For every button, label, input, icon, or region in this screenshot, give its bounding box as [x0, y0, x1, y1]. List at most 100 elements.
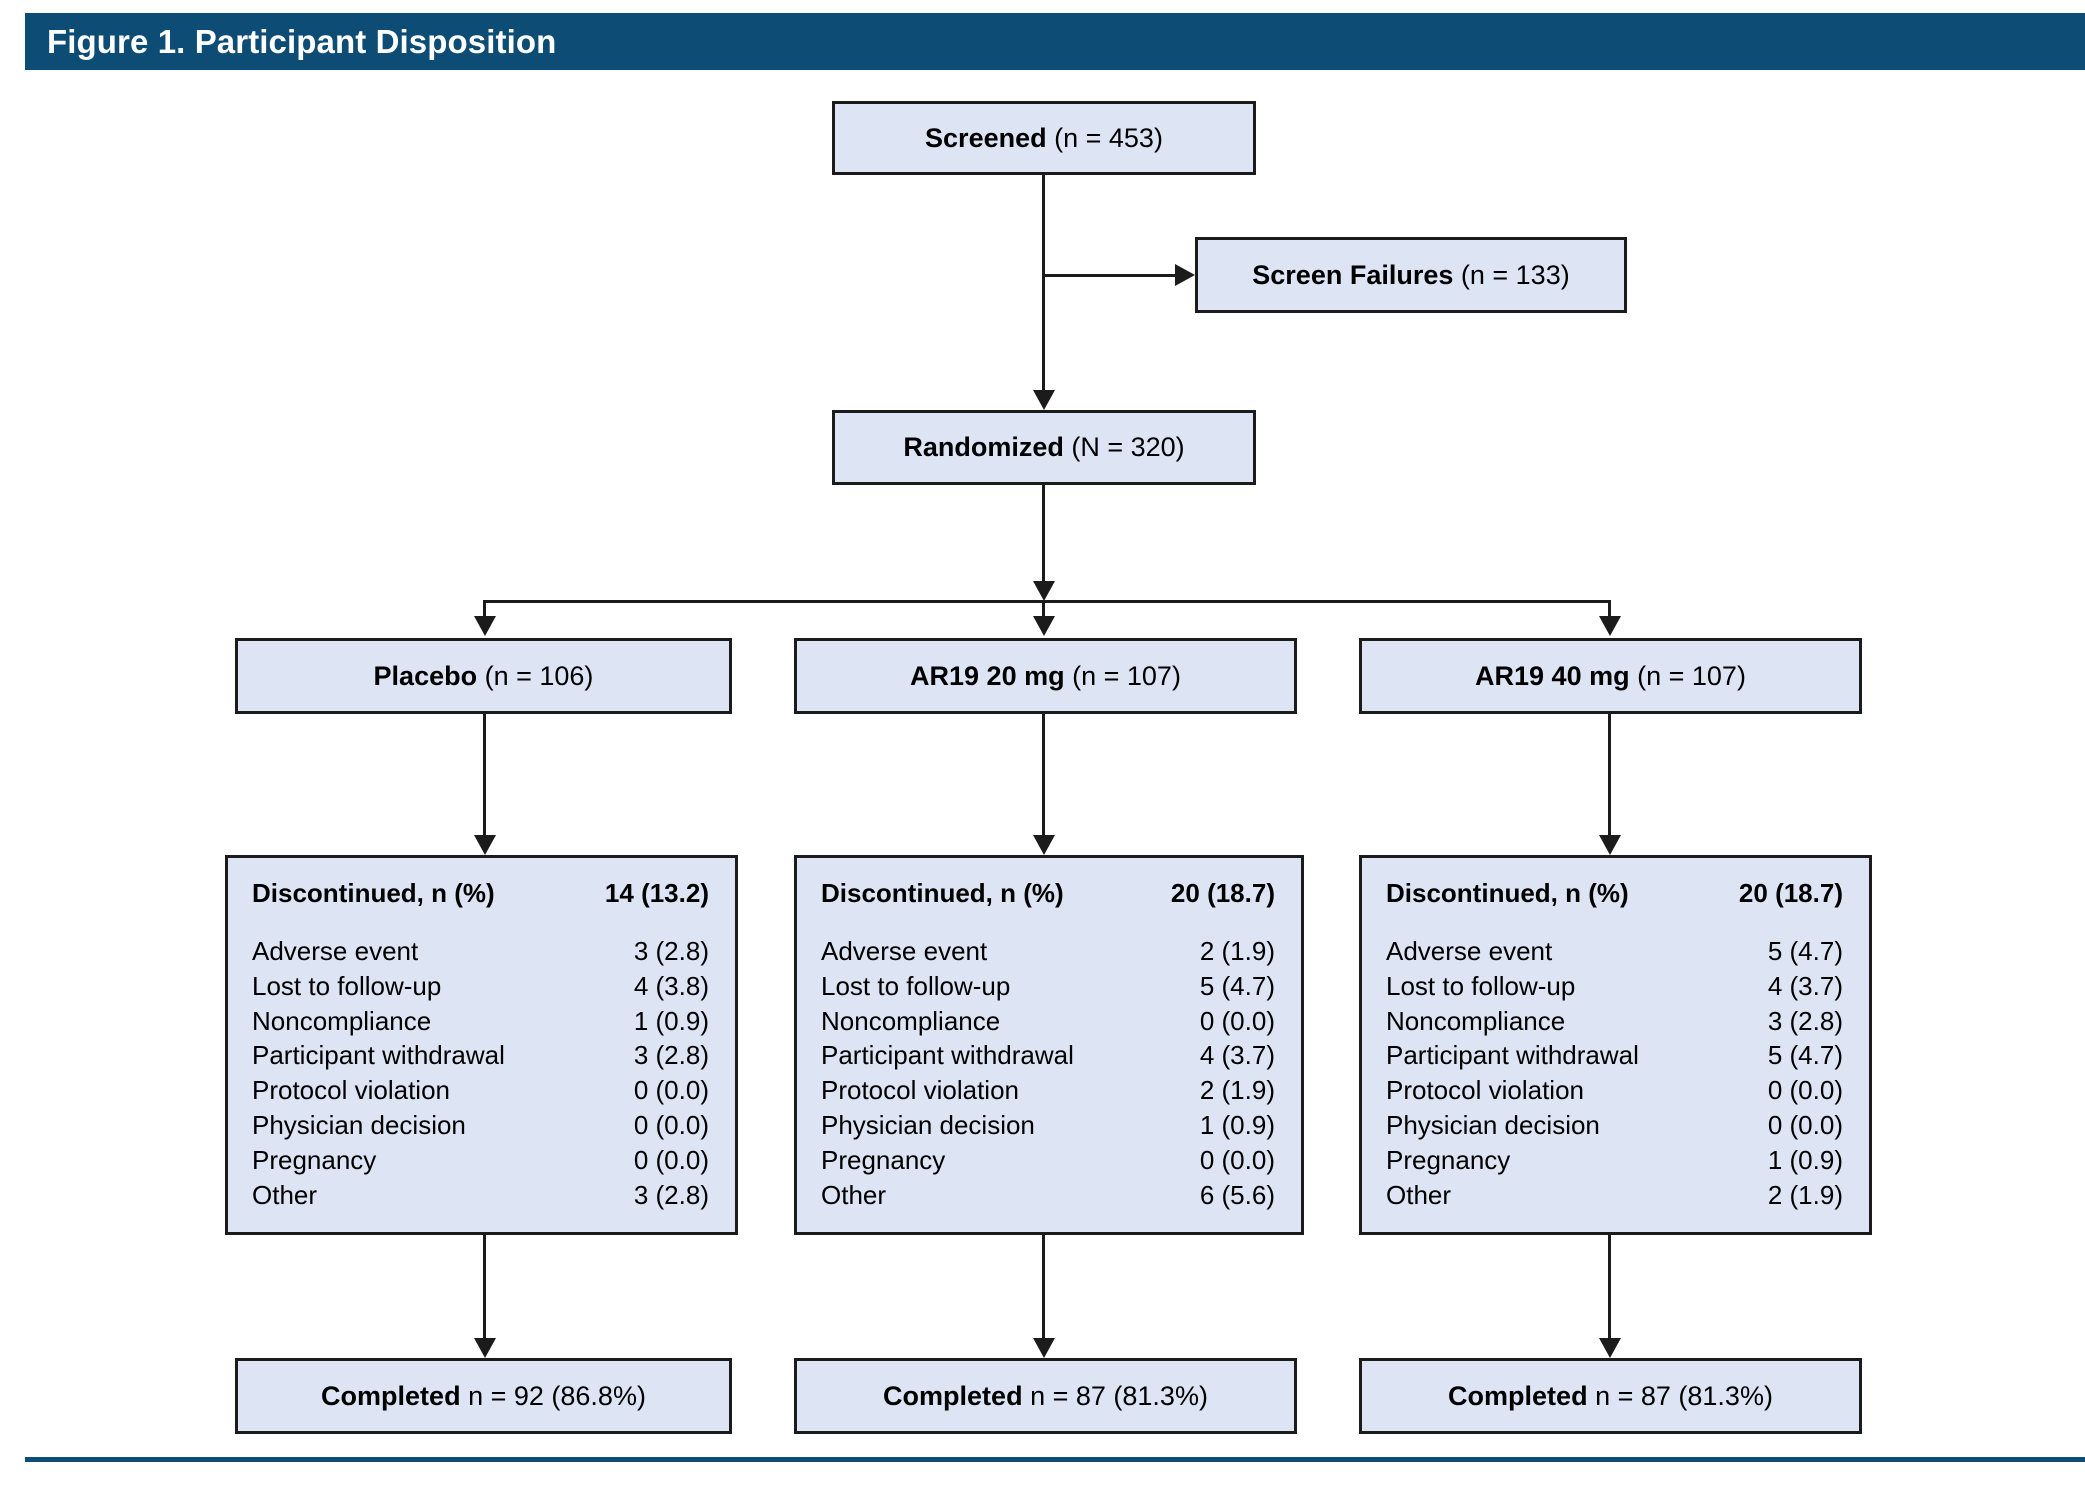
reason-value: 3 (2.8) — [633, 1040, 709, 1071]
connector-disc-2-to-completed — [1608, 1235, 1611, 1338]
node-randomized-title: Randomized — [903, 432, 1064, 463]
reason-label: Noncompliance — [821, 1005, 1001, 1036]
reason-value: 3 (2.8) — [633, 936, 709, 966]
node-screened: Screened (n = 453) — [832, 101, 1256, 175]
reason-label: Lost to follow-up — [252, 970, 442, 1001]
node-screened-value: (n = 453) — [1054, 122, 1163, 153]
reason-label: Lost to follow-up — [821, 970, 1011, 1001]
node-completed-ar19-20mg-value: n = 87 (81.3%) — [1030, 1380, 1208, 1411]
node-completed-placebo: Completed n = 92 (86.8%) — [235, 1358, 732, 1434]
node-completed-placebo-value: n = 92 (86.8%) — [468, 1380, 646, 1411]
node-screen-failures-title: Screen Failures — [1252, 259, 1454, 290]
connector-drop-arm-1 — [1042, 600, 1045, 618]
node-arm-placebo-title: Placebo — [373, 660, 478, 691]
reason-label: Pregnancy — [821, 1144, 946, 1175]
reason-value: 2 (1.9) — [1767, 1179, 1843, 1210]
connector-screened-to-randomized — [1042, 175, 1045, 390]
reason-label: Other — [252, 1179, 318, 1210]
node-arm-placebo-value: (n = 106) — [484, 660, 594, 691]
reason-value: 6 (5.6) — [1199, 1179, 1275, 1210]
connector-disc-1-to-completed — [1042, 1235, 1045, 1338]
discontinued-row: Other 6 (5.6) — [821, 1178, 1275, 1213]
discontinued-ar19-40mg-total: 20 (18.7) — [1738, 878, 1843, 908]
reason-label: Noncompliance — [252, 1005, 432, 1036]
node-arm-ar19-40mg-label: AR19 40 mg (n = 107) — [1475, 660, 1746, 692]
discontinued-header-label: Discontinued, n (%) — [252, 878, 495, 908]
reason-value: 2 (1.9) — [1199, 936, 1275, 966]
node-arm-ar19-20mg: AR19 20 mg (n = 107) — [794, 638, 1297, 714]
node-completed-ar19-40mg-label: Completed n = 87 (81.3%) — [1448, 1380, 1773, 1412]
node-screen-failures: Screen Failures (n = 133) — [1195, 237, 1627, 313]
node-randomized: Randomized (N = 320) — [832, 410, 1256, 485]
discontinued-ar19-20mg-header: Discontinued, n (%) 20 (18.7) — [821, 878, 1275, 909]
reason-value: 3 (2.8) — [633, 1179, 709, 1210]
node-arm-ar19-40mg-value: (n = 107) — [1637, 660, 1746, 691]
connector-randomized-stem — [1042, 485, 1045, 595]
connector-arm-1-to-disc — [1042, 714, 1045, 836]
arrow-into-arm-2 — [1599, 616, 1621, 636]
discontinued-row: Other 3 (2.8) — [252, 1178, 709, 1213]
node-randomized-value: (N = 320) — [1071, 432, 1185, 463]
reason-label: Protocol violation — [1386, 1075, 1584, 1106]
reason-label: Protocol violation — [252, 1075, 450, 1106]
discontinued-row: Protocol violation 0 (0.0) — [1386, 1073, 1843, 1108]
reason-label: Other — [821, 1179, 887, 1210]
connector-disc-0-to-completed — [483, 1235, 486, 1338]
arrow-into-disc-2 — [1599, 835, 1621, 855]
arrow-into-randomized — [1033, 390, 1055, 410]
discontinued-header-label: Discontinued, n (%) — [1386, 878, 1629, 908]
reason-value: 0 (0.0) — [1767, 1075, 1843, 1106]
connector-arm-2-to-disc — [1608, 714, 1611, 836]
connector-vert-arm-0 — [483, 600, 486, 622]
node-screened-label: Screened (n = 453) — [925, 122, 1163, 154]
arrow-into-arm-0 — [474, 616, 496, 636]
arrow-into-completed-1 — [1033, 1338, 1055, 1358]
node-arm-ar19-40mg-title: AR19 40 mg — [1475, 660, 1630, 691]
arrow-into-disc-0 — [474, 835, 496, 855]
reason-label: Adverse event — [252, 936, 419, 966]
arrow-into-screen-failures — [1175, 264, 1195, 286]
node-completed-placebo-title: Completed — [321, 1380, 461, 1411]
connector-arm-0-to-disc — [483, 714, 486, 836]
arrow-into-disc-1 — [1033, 835, 1055, 855]
node-discontinued-ar19-40mg: Discontinued, n (%) 20 (18.7) Adverse ev… — [1359, 855, 1872, 1235]
reason-label: Pregnancy — [252, 1144, 377, 1175]
reason-label: Adverse event — [1386, 936, 1553, 966]
node-arm-ar19-20mg-label: AR19 20 mg (n = 107) — [910, 660, 1181, 692]
reason-label: Other — [1386, 1179, 1452, 1210]
discontinued-row: Participant withdrawal 3 (2.8) — [252, 1038, 709, 1073]
reason-value: 1 (0.9) — [1767, 1144, 1843, 1175]
reason-value: 2 (1.9) — [1199, 1075, 1275, 1106]
node-arm-placebo-label: Placebo (n = 106) — [374, 660, 594, 692]
reason-label: Physician decision — [821, 1110, 1035, 1141]
reason-value: 4 (3.7) — [1199, 1040, 1275, 1071]
node-completed-ar19-40mg-title: Completed — [1448, 1380, 1588, 1411]
arrow-into-split-bar — [1033, 581, 1055, 601]
arrow-into-completed-2 — [1599, 1338, 1621, 1358]
node-arm-ar19-20mg-title: AR19 20 mg — [910, 660, 1065, 691]
node-arm-ar19-40mg: AR19 40 mg (n = 107) — [1359, 638, 1862, 714]
discontinued-row: Protocol violation 0 (0.0) — [252, 1073, 709, 1108]
discontinued-placebo-total: 14 (13.2) — [604, 878, 709, 908]
reason-label: Physician decision — [1386, 1110, 1600, 1141]
reason-value: 3 (2.8) — [1767, 1005, 1843, 1036]
discontinued-row: Physician decision 0 (0.0) — [1386, 1108, 1843, 1143]
discontinued-placebo-header: Discontinued, n (%) 14 (13.2) — [252, 878, 709, 909]
reason-label: Participant withdrawal — [252, 1040, 505, 1071]
reason-value: 0 (0.0) — [633, 1075, 709, 1106]
node-completed-ar19-20mg-title: Completed — [883, 1380, 1023, 1411]
reason-value: 0 (0.0) — [1199, 1005, 1275, 1036]
node-arm-ar19-20mg-value: (n = 107) — [1072, 660, 1181, 691]
reason-value: 0 (0.0) — [1767, 1110, 1843, 1141]
